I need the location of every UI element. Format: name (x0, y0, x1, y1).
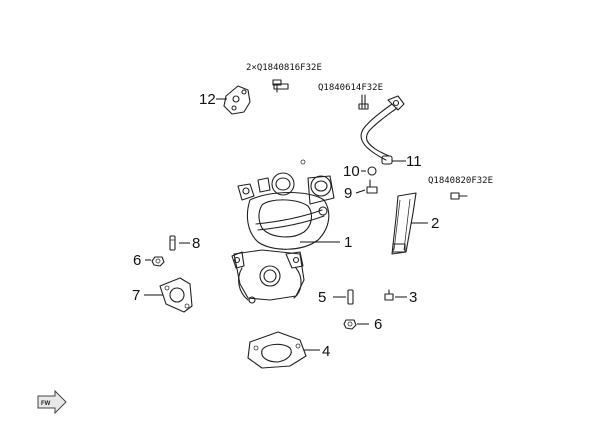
part-12-bracket (223, 85, 251, 115)
part-11-oil-pipe (360, 95, 405, 165)
part-9-banjo-bolt (366, 179, 378, 194)
forward-arrow-icon: FW (37, 389, 67, 415)
part-7-gasket (159, 277, 193, 313)
callout-12: 12 (199, 91, 216, 108)
callout-6-upper: 6 (133, 252, 141, 269)
callout-9: 9 (344, 185, 352, 202)
part-code-bolt-a: 2×Q1840816F32E (246, 63, 322, 73)
bolt-q1840820 (450, 192, 468, 200)
part-code-bolt-b: Q1840614F32E (318, 83, 383, 93)
callout-8: 8 (192, 235, 200, 252)
callout-5: 5 (318, 289, 326, 306)
callout-10: 10 (343, 163, 360, 180)
part-4-exhaust-gasket (247, 331, 307, 369)
part-3-bolt (384, 289, 394, 301)
part-1-turbocharger (231, 159, 335, 304)
callout-7: 7 (132, 287, 140, 304)
callout-1: 1 (344, 234, 352, 251)
callout-2: 2 (431, 215, 439, 232)
callout-4: 4 (322, 343, 330, 360)
part-6-nut-lower (343, 319, 357, 330)
part-6-nut-upper (151, 256, 165, 267)
forward-marker-label: FW (41, 401, 51, 407)
part-10-washer (367, 166, 377, 176)
callout-6-lower: 6 (374, 316, 382, 333)
part-8-stud (169, 235, 176, 251)
bolt-q1840816 (272, 79, 289, 93)
callout-11: 11 (406, 153, 422, 170)
part-2-oil-return-tube (391, 192, 417, 255)
bolt-q1840614 (358, 94, 369, 110)
part-5-stud (347, 289, 354, 305)
part-code-bolt-c: Q1840820F32E (428, 176, 493, 186)
callout-3: 3 (409, 289, 417, 306)
